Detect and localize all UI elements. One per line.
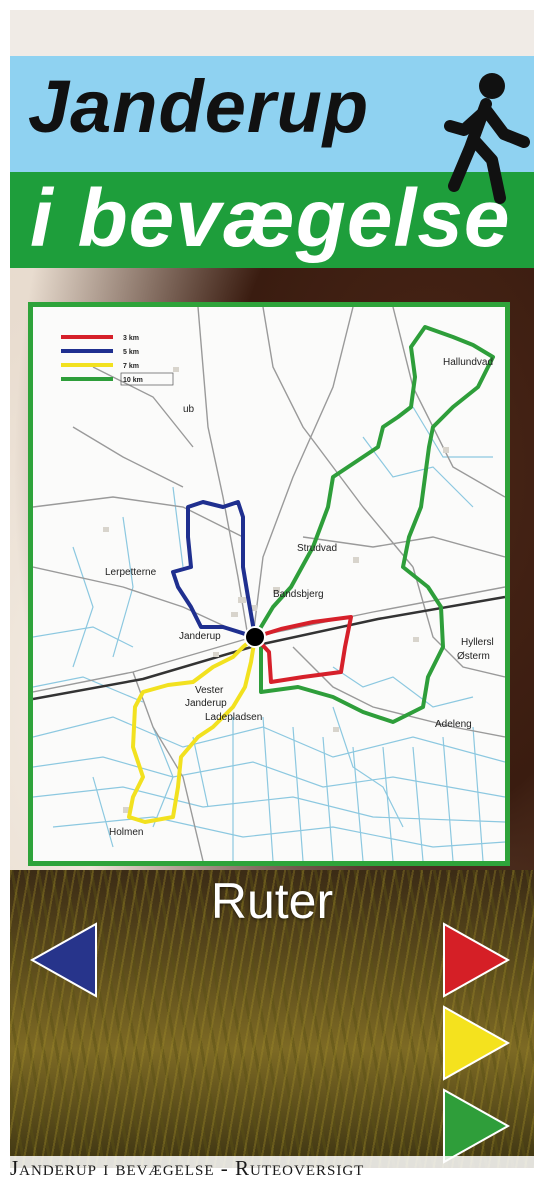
route-map[interactable]: 3 km 5 km 7 km 10 km ub Lerpetterne Jand…	[28, 302, 510, 866]
title-line1: Janderup	[28, 65, 370, 148]
route-yellow-arrow-button[interactable]	[442, 1003, 512, 1083]
route-red-arrow-button[interactable]	[442, 920, 512, 1000]
place-label-top: ub	[183, 404, 195, 415]
place-label-vester-2: Janderup	[185, 698, 227, 709]
route-7km[interactable]	[127, 635, 257, 824]
route-green-arrow-button[interactable]	[442, 1086, 512, 1166]
arrow-right-yellow-icon	[443, 1005, 511, 1081]
page-caption: Janderup i bevægelse - Ruteoversigt	[10, 1156, 534, 1180]
place-label-holmen: Holmen	[109, 827, 143, 838]
previous-arrow-button[interactable]	[28, 920, 98, 1000]
top-strip	[10, 10, 534, 56]
poster: Janderup i bevægelse	[10, 10, 534, 1168]
place-label-lerpetterne: Lerpetterne	[105, 567, 157, 578]
title-line2: i bevægelse	[30, 173, 511, 264]
route-10km[interactable]	[253, 325, 495, 724]
arrow-left-icon	[29, 922, 97, 998]
buildings	[103, 367, 449, 813]
banner-top	[10, 56, 534, 172]
section-label-ruter: Ruter	[210, 873, 334, 929]
legend-label-10: 10 km	[123, 377, 143, 384]
place-label-hallundvad: Hallundvad	[443, 357, 493, 368]
place-label-strudvad: Strudvad	[297, 543, 337, 554]
arrow-right-green-icon	[443, 1088, 511, 1164]
place-label-ladepladsen: Ladepladsen	[205, 712, 262, 723]
legend-label-3: 3 km	[123, 335, 139, 342]
map-legend: 3 km 5 km 7 km 10 km	[61, 335, 174, 386]
banner-bottom	[10, 172, 534, 268]
water-lines	[33, 406, 505, 861]
arrow-right-red-icon	[443, 922, 511, 998]
place-label-ostermark: Østerm	[457, 651, 490, 662]
legend-label-5: 5 km	[123, 349, 139, 356]
place-label-janderup: Janderup	[179, 631, 221, 642]
legend-label-7: 7 km	[123, 363, 139, 370]
place-label-hyllerslev: Hyllersl	[461, 637, 494, 648]
route-3km[interactable]	[253, 615, 353, 684]
route-5km[interactable]	[171, 500, 257, 639]
place-label-adeleng: Adeleng	[435, 719, 472, 730]
walking-person-icon	[444, 73, 530, 204]
start-point-marker[interactable]	[244, 626, 266, 648]
place-label-bandsbjerg: Bandsbjerg	[273, 589, 324, 600]
place-label-vester-1: Vester	[195, 685, 224, 696]
